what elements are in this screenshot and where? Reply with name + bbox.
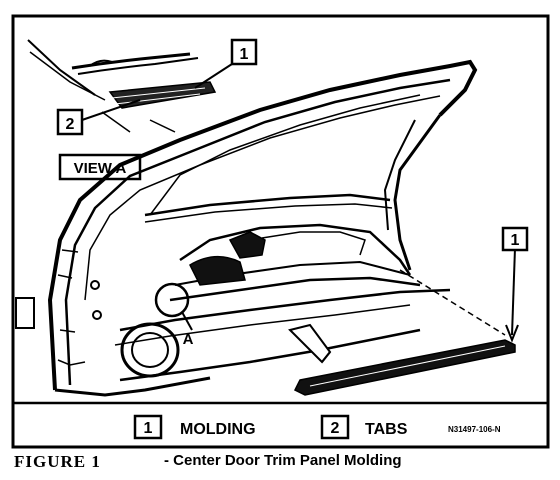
- view-a-detail: 1 2 VIEW A: [27, 38, 258, 181]
- speaker-grille: [120, 322, 180, 378]
- legend-1-label: MOLDING: [180, 421, 256, 438]
- view-a-callout-1-box: [230, 38, 258, 66]
- main-callout-1: 1: [511, 232, 520, 249]
- legend-2-box: [320, 414, 350, 440]
- legend-2-label: TABS: [365, 421, 408, 438]
- view-a-callout-1: 1: [240, 46, 249, 63]
- detail-a-label: A: [183, 331, 194, 348]
- legend-1-number: 1: [144, 420, 153, 437]
- view-a-callout-2-box: [56, 108, 84, 136]
- legend-2-number: 2: [331, 420, 340, 437]
- figure-number: FIGURE 1: [14, 452, 101, 471]
- door-drawing: [47, 59, 519, 397]
- detail-a-circle: [154, 282, 190, 318]
- view-a-label-box: [58, 153, 142, 181]
- legend: 1 MOLDING 2 TABS N31497-106-N: [133, 414, 501, 440]
- legend-1-box: [133, 414, 163, 440]
- figure-frame: [11, 14, 550, 449]
- part-code: N31497-106-N: [448, 425, 501, 434]
- view-a-callout-2: 2: [66, 116, 75, 133]
- main-callout-1-box: [501, 226, 529, 252]
- figure-caption: FIGURE 1 - Center Door Trim Panel Moldin…: [14, 449, 554, 475]
- side-tab-box: [15, 297, 35, 329]
- figure-description: - Center Door Trim Panel Molding: [164, 452, 402, 469]
